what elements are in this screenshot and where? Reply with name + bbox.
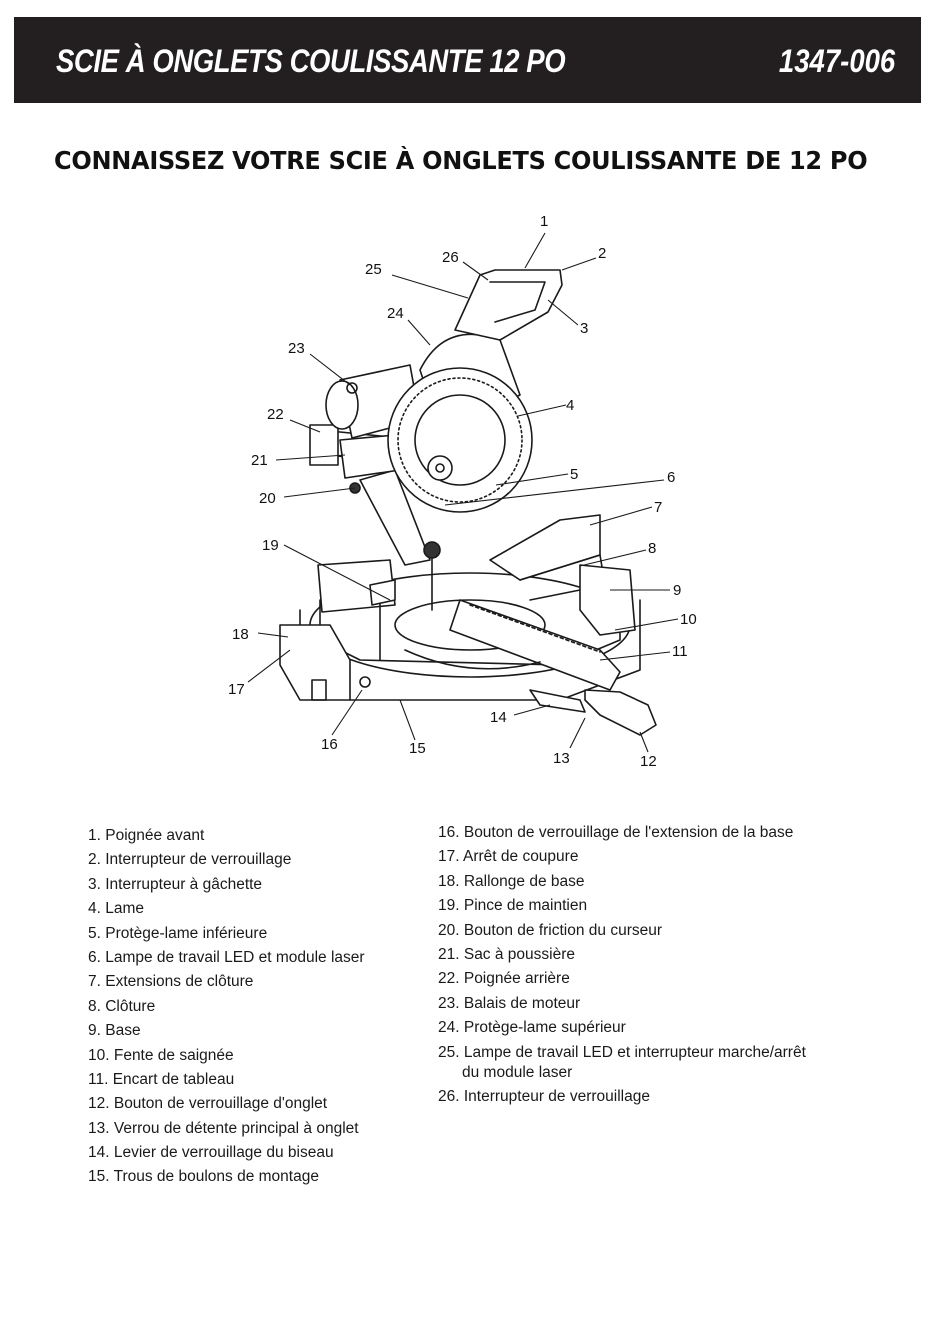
list-item: 5. Protège-lame inférieure — [88, 924, 268, 942]
callout-16: 16 — [321, 736, 338, 753]
list-item: 7. Extensions de clôture — [88, 973, 254, 991]
callout-18: 18 — [232, 626, 249, 643]
list-item: 11. Encart de tableau — [88, 1070, 235, 1088]
callout-leaders — [247, 232, 679, 753]
list-item: 3. Interrupteur à gâchette — [88, 875, 263, 893]
list-item: 19. Pince de maintien — [438, 897, 588, 915]
list-item: 20. Bouton de friction du curseur — [438, 921, 663, 939]
document-title: SCIE À ONGLETS COULISSANTE 12 PO — [56, 43, 566, 79]
callout-23: 23 — [288, 340, 305, 357]
callout-12: 12 — [640, 753, 657, 770]
list-item: 9. Base — [88, 1022, 141, 1040]
header-bar: SCIE À ONGLETS COULISSANTE 12 PO 1347-00… — [14, 17, 921, 103]
callout-25: 25 — [365, 261, 382, 278]
list-item: 6. Lampe de travail LED et module laser — [88, 948, 365, 966]
callout-13: 13 — [553, 750, 570, 767]
callout-20: 20 — [259, 490, 276, 507]
list-item: 23. Balais de moteur — [438, 994, 581, 1012]
callout-21: 21 — [251, 452, 268, 469]
callout-8: 8 — [648, 540, 656, 557]
callout-19: 19 — [262, 537, 279, 554]
list-item: 14. Levier de verrouillage du biseau — [88, 1144, 334, 1162]
callout-24: 24 — [387, 305, 404, 322]
callout-1: 1 — [540, 213, 548, 230]
callout-7: 7 — [654, 499, 662, 516]
callout-4: 4 — [566, 397, 574, 414]
callout-14: 14 — [490, 709, 507, 726]
callout-15: 15 — [409, 740, 426, 757]
callout-26: 26 — [442, 249, 459, 266]
list-item: 25. Lampe de travail LED et interrupteur… — [438, 1041, 838, 1085]
callout-10: 10 — [680, 611, 697, 628]
callout-6: 6 — [667, 469, 675, 486]
callout-11: 11 — [672, 643, 688, 660]
list-item-continuation: du module laser — [462, 1063, 573, 1081]
list-item: 22. Poignée arrière — [438, 970, 570, 988]
list-item: 24. Protège-lame supérieur — [438, 1019, 626, 1037]
list-item: 10. Fente de saignée — [88, 1046, 234, 1064]
callout-numbers: 1 2 3 4 5 6 7 8 9 10 11 12 13 14 15 16 1… — [228, 213, 697, 770]
miter-saw-diagram: 1 2 3 4 5 6 7 8 9 10 11 12 13 14 15 16 1… — [228, 213, 697, 770]
list-item: 4. Lame — [88, 900, 145, 918]
list-item: 12. Bouton de verrouillage d'onglet — [88, 1095, 328, 1113]
callout-5: 5 — [570, 466, 578, 483]
list-item: 17. Arrêt de coupure — [438, 848, 579, 866]
callout-2: 2 — [598, 245, 606, 262]
model-number: 1347-006 — [778, 43, 895, 79]
callout-22: 22 — [267, 406, 284, 423]
parts-list-right: 16. Bouton de verrouillage de l'extensio… — [438, 821, 838, 1109]
list-item: 15. Trous de boulons de montage — [88, 1168, 319, 1186]
section-title: CONNAISSEZ VOTRE SCIE À ONGLETS COULISSA… — [54, 146, 868, 175]
callout-9: 9 — [673, 582, 681, 599]
list-item: 26. Interrupteur de verrouillage — [438, 1087, 650, 1105]
list-item-line: 25. Lampe de travail LED et interrupteur… — [438, 1043, 806, 1061]
list-item: 13. Verrou de détente principal à onglet — [88, 1119, 359, 1137]
list-item: 21. Sac à poussière — [438, 945, 576, 963]
callout-3: 3 — [580, 320, 588, 337]
list-item: 18. Rallonge de base — [438, 872, 585, 890]
list-item: 1. Poignée avant — [88, 827, 205, 844]
callout-17: 17 — [228, 681, 245, 698]
list-item: 8. Clôture — [88, 997, 156, 1015]
parts-list-left: 1. Poignée avant 2. Interrupteur de verr… — [88, 824, 365, 1190]
list-item: 2. Interrupteur de verrouillage — [88, 851, 292, 869]
list-item: 16. Bouton de verrouillage de l'extensio… — [438, 824, 794, 841]
